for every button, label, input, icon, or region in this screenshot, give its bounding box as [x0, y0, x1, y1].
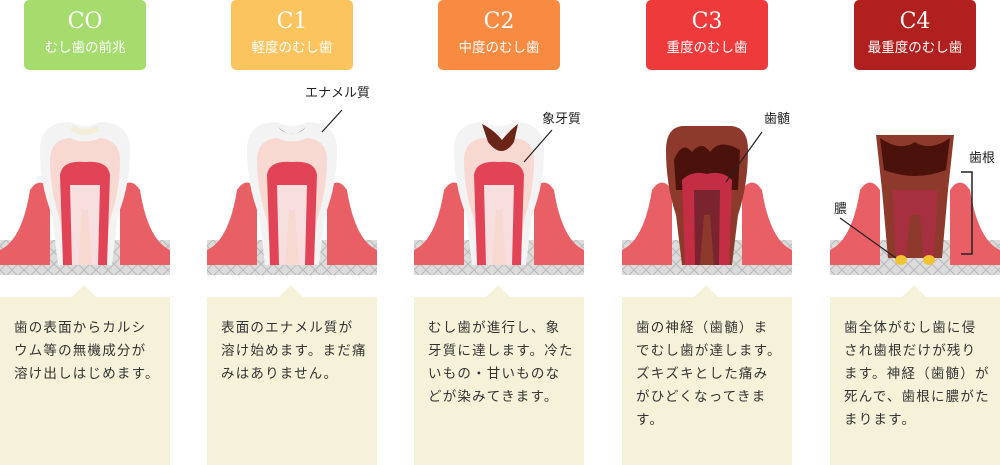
- pulp-label: 歯髄: [764, 108, 790, 127]
- stage-name: むし歯の前兆: [24, 39, 146, 57]
- description-text: 歯全体がむし歯に侵され歯根だけが残ります。神経（歯髄）が死んで、歯根に膿がたまり…: [830, 297, 1000, 432]
- stage-co: CO むし歯の前兆 歯の表面からカルシウム等の無機成分が溶け出しはじめます。: [0, 0, 170, 465]
- tooth-c1-illustration: [207, 90, 377, 280]
- description-panel: むし歯が進行し、象牙質に達します。冷たいもの・甘いものなどが染みてきます。: [414, 297, 584, 465]
- stage-badge: C1 軽度のむし歯: [231, 0, 353, 70]
- description-text: 歯の表面からカルシウム等の無機成分が溶け出しはじめます。: [0, 297, 170, 386]
- stage-c3: C3 重度のむし歯 歯髄 歯の神経（歯髄）までむし歯が達します。ズキズキとした痛…: [622, 0, 792, 465]
- stage-code: C1: [231, 0, 353, 34]
- description-panel: 歯の表面からカルシウム等の無機成分が溶け出しはじめます。: [0, 297, 170, 465]
- stage-c4: C4 最重度のむし歯 歯根 膿 歯全体がむし歯に侵され歯根だけが残ります。神経（…: [830, 0, 1000, 465]
- stage-code: CO: [24, 0, 146, 34]
- enamel-label: エナメル質: [305, 82, 370, 101]
- root-label: 歯根: [969, 147, 995, 166]
- stage-badge: C4 最重度のむし歯: [854, 0, 976, 70]
- stage-name: 中度のむし歯: [438, 39, 560, 57]
- tooth-c4-illustration: [830, 90, 1000, 280]
- stage-c2: C2 中度のむし歯 象牙質 むし歯が進行し、象牙質に達します。冷たいもの・甘いも…: [414, 0, 584, 465]
- stage-name: 重度のむし歯: [646, 39, 768, 57]
- pus-label: 膿: [834, 198, 847, 217]
- description-text: むし歯が進行し、象牙質に達します。冷たいもの・甘いものなどが染みてきます。: [414, 297, 584, 409]
- description-panel: 表面のエナメル質が溶け始めます。まだ痛みはありません。: [207, 297, 377, 465]
- stage-code: C2: [438, 0, 560, 34]
- stage-name: 最重度のむし歯: [854, 39, 976, 57]
- description-text: 歯の神経（歯髄）までむし歯が達します。ズキズキとした痛みがひどくなってきます。: [622, 297, 792, 432]
- tooth-co-illustration: [0, 90, 170, 280]
- stage-badge: C2 中度のむし歯: [438, 0, 560, 70]
- dentin-label: 象牙質: [542, 108, 581, 127]
- description-panel: 歯全体がむし歯に侵され歯根だけが残ります。神経（歯髄）が死んで、歯根に膿がたまり…: [830, 297, 1000, 465]
- stage-c1: C1 軽度のむし歯 エナメル質 表面のエナメル質が溶け始めます。まだ痛みはありま…: [207, 0, 377, 465]
- description-text: 表面のエナメル質が溶け始めます。まだ痛みはありません。: [207, 297, 377, 386]
- stage-badge: C3 重度のむし歯: [646, 0, 768, 70]
- stage-name: 軽度のむし歯: [231, 39, 353, 57]
- description-panel: 歯の神経（歯髄）までむし歯が達します。ズキズキとした痛みがひどくなってきます。: [622, 297, 792, 465]
- stage-code: C3: [646, 0, 768, 34]
- stage-badge: CO むし歯の前兆: [24, 0, 146, 70]
- stage-code: C4: [854, 0, 976, 34]
